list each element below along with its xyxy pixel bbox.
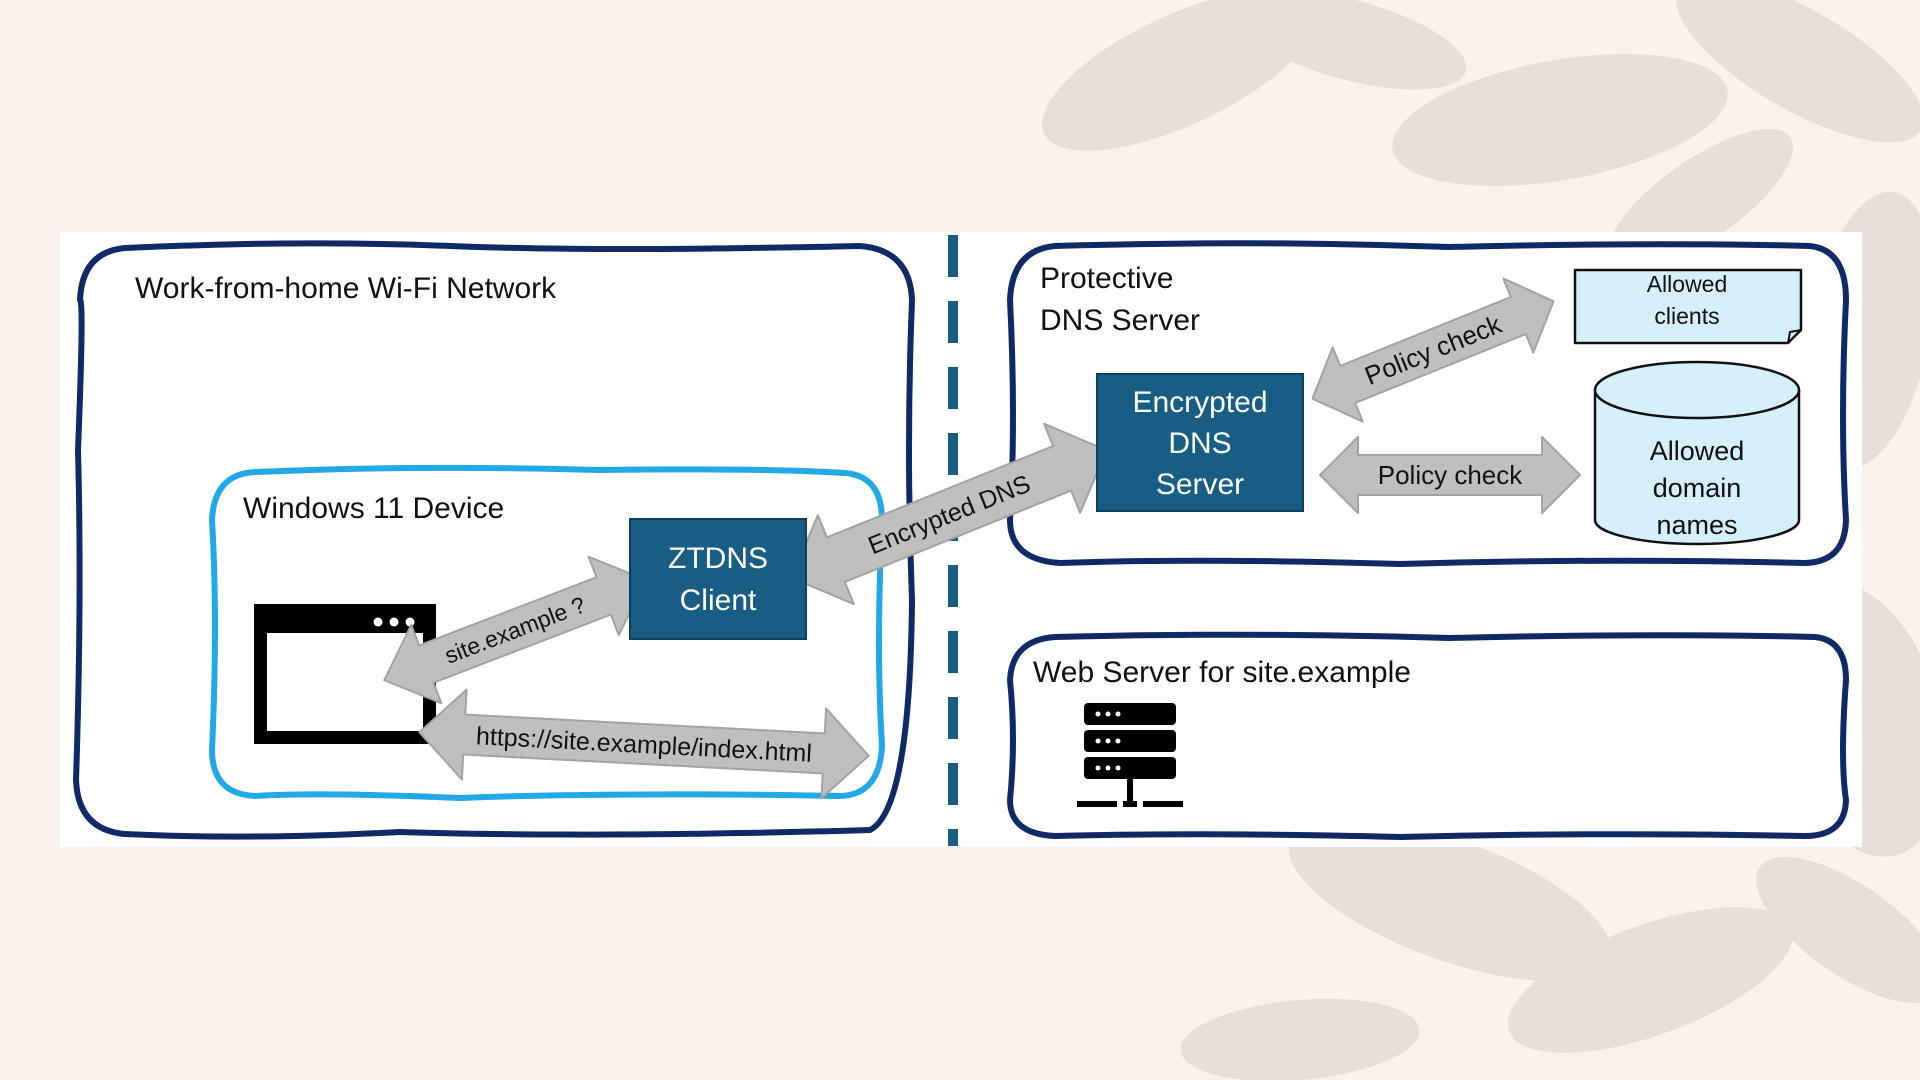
- server-rack-icon: [1077, 703, 1183, 807]
- clients-line2: clients: [1654, 303, 1719, 329]
- arrow-policy-check-domains: Policy check: [1319, 436, 1581, 514]
- domains-line3: names: [1656, 510, 1737, 540]
- encrypted-dns-server-node: Encrypted DNS Server: [1096, 373, 1304, 512]
- domains-line2: domain: [1653, 473, 1742, 503]
- policy-domains-label: Policy check: [1378, 460, 1523, 490]
- protective-dns-zone: Protective DNS Server: [1007, 240, 1849, 567]
- home-network-zone: Work-from-home Wi-Fi Network: [73, 240, 915, 840]
- ztdns-client-node: ZTDNS Client: [629, 518, 807, 640]
- web-zone-title: Web Server for site.example: [1033, 656, 1411, 689]
- device-title: Windows 11 Device: [243, 492, 504, 525]
- home-network-title: Work-from-home Wi-Fi Network: [135, 272, 557, 305]
- allowed-domains-database: Allowed domain names: [1593, 360, 1801, 546]
- ztdns-line1: ZTDNS: [668, 542, 768, 575]
- dns-line3: Server: [1156, 468, 1244, 501]
- dns-line1: Encrypted: [1132, 386, 1267, 419]
- web-server-zone: Web Server for site.example: [1007, 631, 1849, 840]
- dns-zone-title-line2: DNS Server: [1040, 304, 1200, 337]
- ztdns-line2: Client: [680, 584, 757, 617]
- allowed-clients-document: Allowed clients: [1573, 268, 1803, 345]
- dns-zone-title-line1: Protective: [1040, 262, 1173, 295]
- domains-line1: Allowed: [1650, 436, 1745, 466]
- windows-device-zone: Windows 11 Device: [209, 464, 885, 801]
- dns-line2: DNS: [1168, 427, 1231, 460]
- clients-line1: Allowed: [1647, 271, 1728, 297]
- diagram-canvas: [60, 232, 1862, 847]
